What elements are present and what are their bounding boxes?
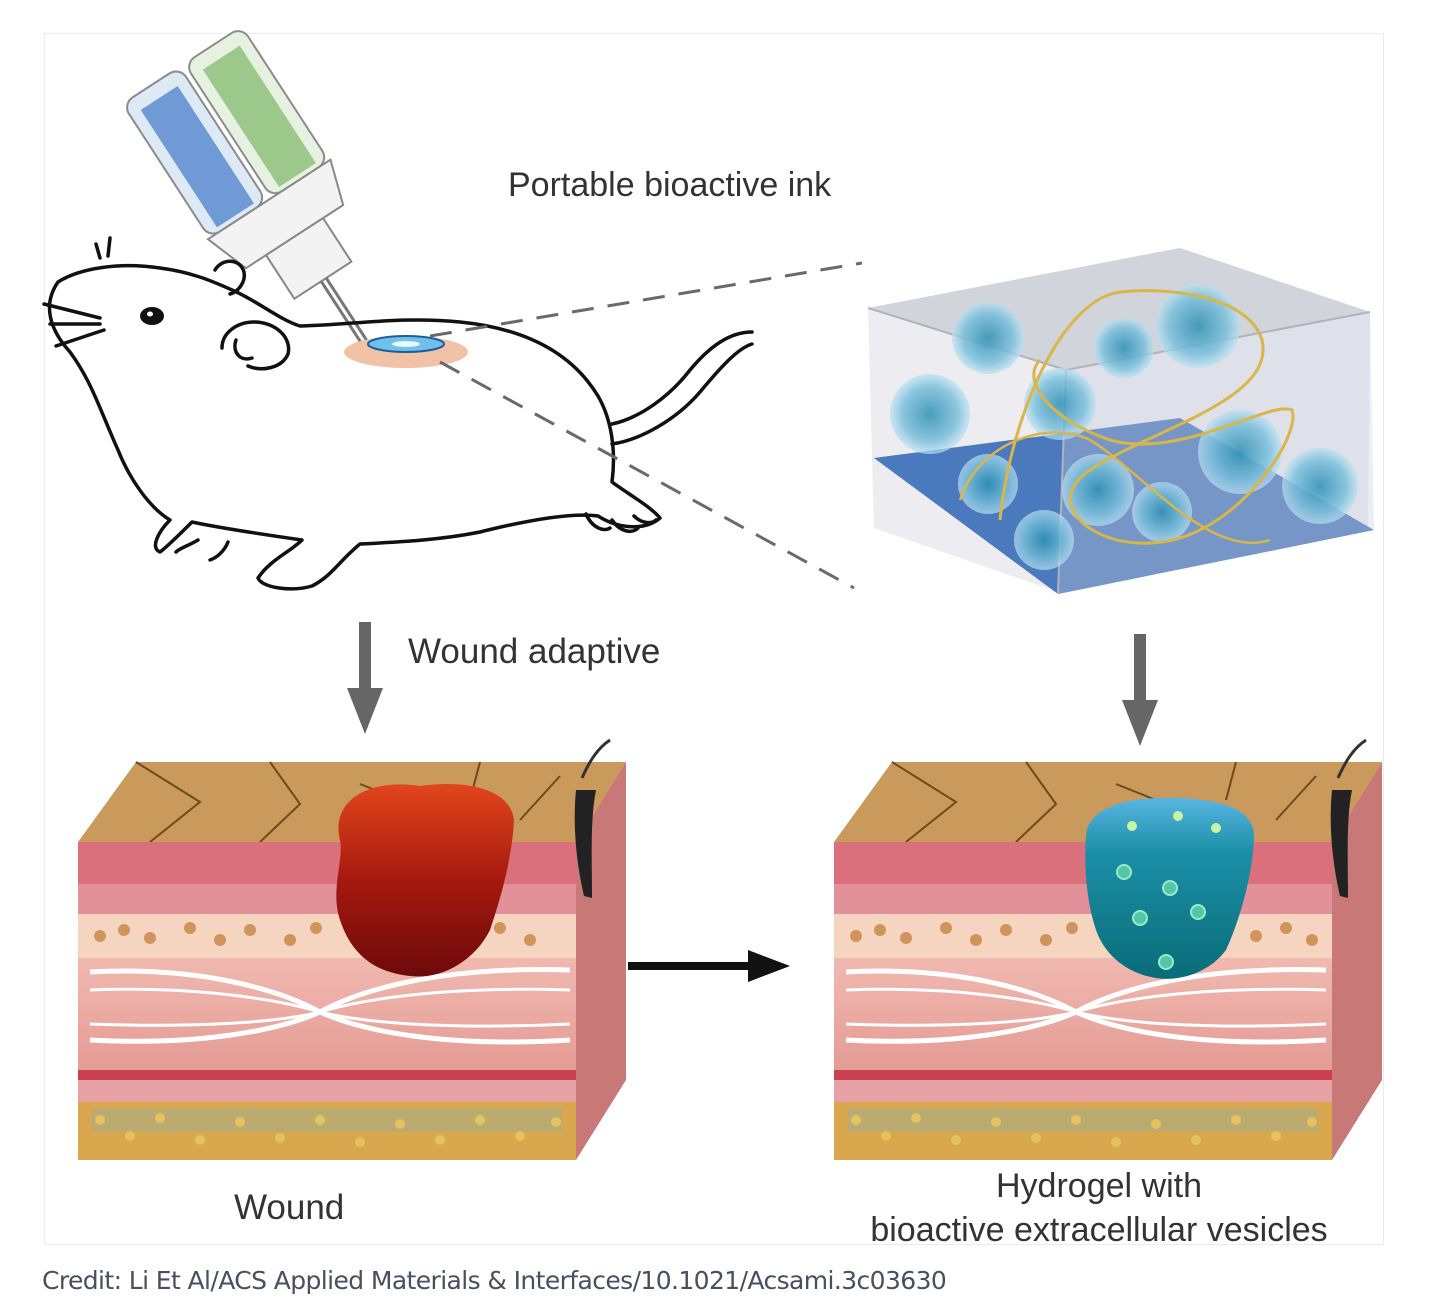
right-arrow: [628, 950, 790, 982]
image-credit: Credit: Li Et Al/ACS Applied Materials &…: [42, 1266, 947, 1295]
injection-site: [344, 335, 468, 368]
label-hydrogel: Hydrogel with bioactive extracellular ve…: [834, 1164, 1364, 1252]
syringe-icon: [126, 30, 375, 355]
hydrogel-box: [867, 248, 1374, 595]
label-hydrogel-line2: bioactive extracellular vesicles: [870, 1211, 1328, 1249]
label-wound-adaptive: Wound adaptive: [408, 632, 661, 671]
wound-area: [336, 783, 514, 977]
label-wound: Wound: [234, 1188, 345, 1227]
down-arrow-left: [347, 622, 383, 734]
mouse-icon: [42, 236, 754, 591]
zoom-lines: [429, 261, 863, 590]
label-hydrogel-line1: Hydrogel with: [996, 1167, 1202, 1205]
mouse-eye: [140, 307, 164, 325]
skin-block-wound: [78, 738, 626, 1160]
down-arrow-right: [1122, 634, 1158, 746]
label-portable-ink: Portable bioactive ink: [508, 166, 832, 204]
skin-block-hydrogel: [834, 738, 1382, 1160]
